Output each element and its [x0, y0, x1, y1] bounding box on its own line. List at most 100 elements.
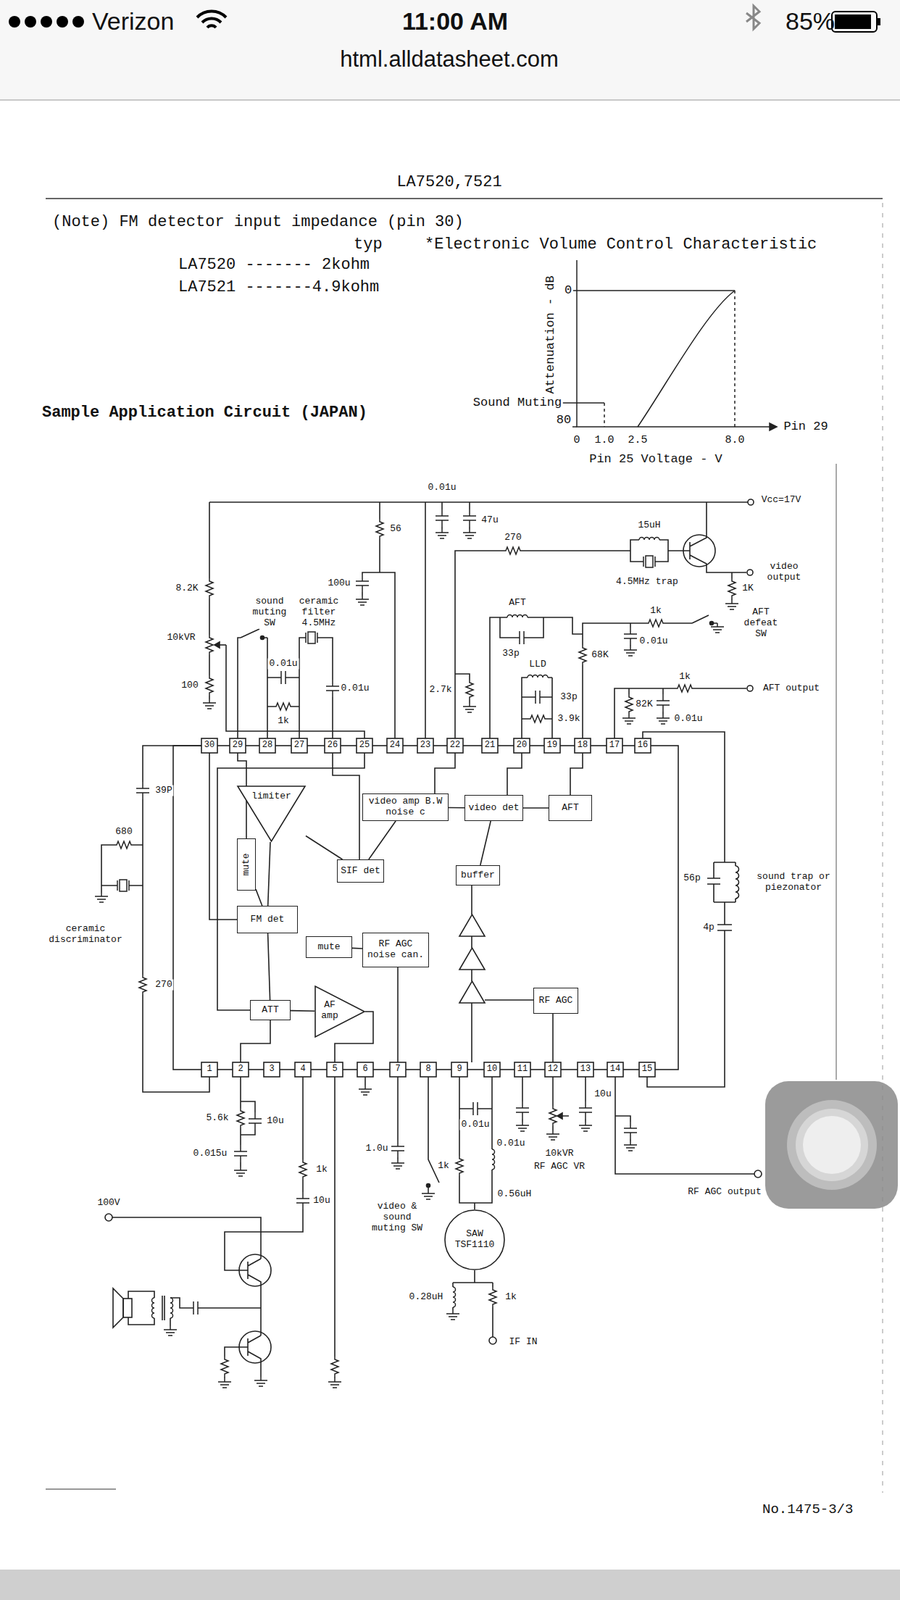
schematic-wires: [326, 679, 340, 698]
schematic-wires: [528, 690, 547, 704]
assistive-touch-button: [795, 1108, 869, 1182]
text-box: AFT: [549, 795, 592, 821]
schematic-wires: [507, 752, 522, 795]
schematic-wires: [754, 1170, 762, 1178]
schematic-wires: [634, 738, 651, 753]
component-value: 0.56uH: [496, 1189, 534, 1200]
page-number: No.1475-3/3: [760, 1502, 855, 1519]
connector: [255, 889, 263, 906]
schematic-wires: [376, 518, 384, 540]
schematic-wires: [521, 677, 553, 739]
schematic-wires: [331, 1356, 339, 1377]
schematic-wires: [455, 673, 470, 703]
schematic-wires: [747, 569, 753, 576]
component-value: 1K: [740, 583, 756, 595]
block-label: video amp B.W noise c: [365, 796, 445, 819]
schematic-wires: [452, 1286, 456, 1308]
pin-number: 3: [268, 1064, 274, 1075]
text-box: AF amp: [317, 1000, 343, 1022]
pin-number: 7: [394, 1064, 400, 1075]
schematic-wires: [234, 1166, 248, 1177]
schematic-wires: [326, 1062, 343, 1077]
component-value: 10u: [592, 1089, 613, 1100]
node-outline: [237, 786, 306, 842]
component-value: 39P: [153, 785, 174, 797]
schematic-wires: [645, 619, 666, 627]
component-value: 1.0u: [363, 1143, 390, 1155]
schematic-wires: [481, 738, 498, 753]
schematic-wires: [397, 967, 399, 1063]
pin-number: 17: [609, 740, 620, 751]
pin-number: 11: [517, 1064, 528, 1075]
schematic-wires: [254, 1376, 268, 1387]
schematic-wires: [247, 1335, 261, 1377]
schematic-wires: [527, 675, 548, 679]
pin-number: 21: [484, 740, 495, 751]
status-bar: [746, 5, 760, 29]
schematic-wires: [639, 1062, 656, 1077]
text-box: RF AGC: [534, 988, 578, 1014]
block-label: ATT: [261, 1005, 279, 1016]
schematic-wires: [689, 502, 747, 573]
schematic-wires: [263, 1062, 280, 1077]
text-box: ATT: [250, 1000, 290, 1020]
block-label: mute: [241, 852, 253, 876]
assistive-touch-button: [765, 1081, 898, 1209]
schematic-wires: [391, 1159, 405, 1169]
schematic-wires: [623, 627, 637, 645]
pin-number: 25: [359, 740, 370, 751]
schematic-wires: [728, 578, 736, 599]
schematic-wires: [218, 1378, 232, 1388]
amplifier-triangle: limiter: [236, 785, 306, 843]
pin-number: 16: [637, 740, 648, 751]
function-block: FM det: [236, 905, 298, 934]
component-value: Vcc=17V: [760, 494, 803, 506]
schematic-wires: [459, 981, 485, 1003]
pin-number: 9: [456, 1064, 462, 1075]
schematic-wires: [546, 1130, 560, 1140]
block-label: RF AGC: [539, 995, 574, 1007]
block-label: video det: [468, 802, 519, 814]
schematic-wires: [725, 600, 739, 610]
page-rules: [45, 1489, 116, 1490]
status-text: 85%: [784, 7, 837, 36]
note-text: (Note) FM detector input impedance (pin …: [50, 213, 466, 232]
schematic-wires: [299, 637, 333, 739]
schematic-wires: [683, 534, 716, 567]
component-value: 0.01u: [267, 658, 299, 670]
component-value: 56p: [681, 873, 702, 885]
schematic-wires: [489, 1286, 497, 1308]
component-value: 33p: [558, 692, 579, 703]
text-box: video det: [465, 795, 523, 821]
schematic-wires: [424, 502, 427, 739]
component-value: 0.01u: [459, 1119, 491, 1131]
schematic-wires: [291, 738, 308, 753]
schematic-wires: [237, 628, 268, 739]
component-value: AFT: [507, 597, 527, 609]
component-value: 1k: [436, 1160, 451, 1172]
component-value: 0.01u: [426, 482, 458, 494]
component-value: 2.7k: [427, 684, 453, 696]
schematic-wires: [466, 1102, 485, 1116]
text-box: video amp B.W noise c: [363, 794, 448, 821]
schematic-wires: [455, 1155, 464, 1177]
note-text: *Electronic Volume Control Characteristi…: [423, 235, 819, 254]
schematic-wires: [302, 631, 321, 644]
schematic-wires: [294, 1062, 311, 1077]
component-value: 1k: [276, 715, 291, 727]
note-text: typ: [352, 235, 385, 254]
schematic-wires: [357, 1062, 374, 1077]
schematic-wires: [514, 1062, 531, 1077]
axis-label: 1.0: [592, 434, 616, 447]
volume-graph: [562, 260, 777, 431]
schematic-wires: [615, 1076, 755, 1174]
connector: [523, 807, 549, 809]
text-box: SAW TSF1110: [451, 1209, 498, 1271]
axis-label: 8.0: [723, 434, 746, 447]
connector: [290, 1010, 315, 1012]
component-value: 1k: [648, 605, 664, 617]
axis-label: Pin 29: [781, 419, 829, 435]
schematic-wires: [747, 685, 753, 692]
schematic-wires: [484, 1062, 500, 1077]
schematic-wires: [112, 1217, 261, 1259]
